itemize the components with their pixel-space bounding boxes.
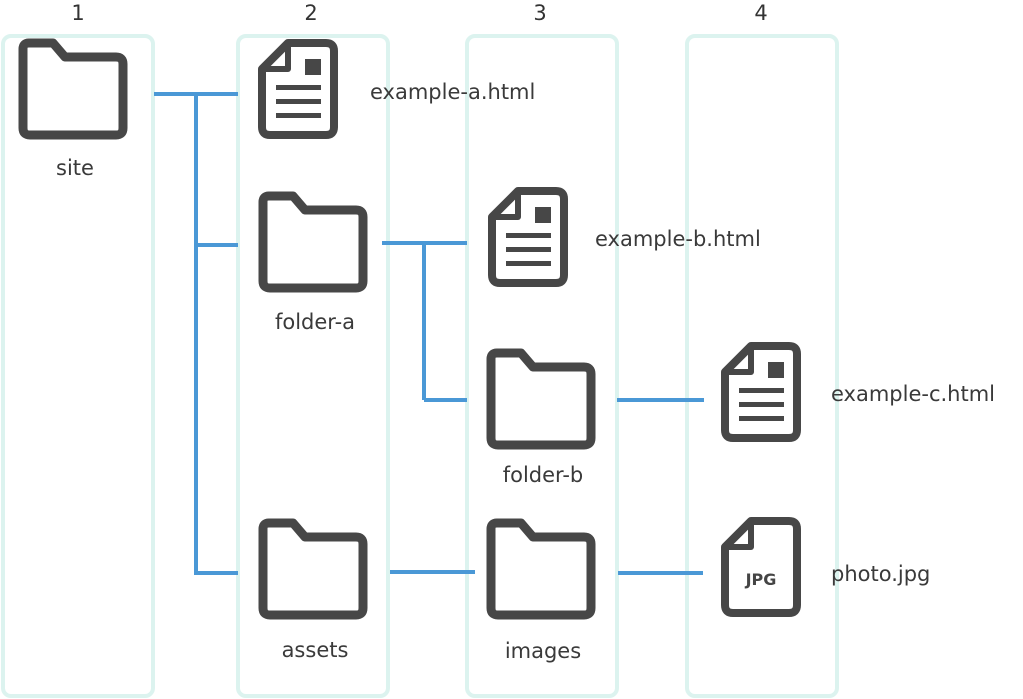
node-label-images: images xyxy=(505,639,581,663)
node-label-example-c: example-c.html xyxy=(831,382,995,406)
folder-icon xyxy=(263,523,363,615)
folder-icon xyxy=(491,353,591,445)
column-number-1: 1 xyxy=(71,1,84,25)
node-label-site: site xyxy=(56,156,94,180)
example-a-node: example-a.html xyxy=(262,43,535,135)
folder-icon xyxy=(491,523,591,615)
assets-node: assets xyxy=(263,523,363,662)
photo-node: JPG photo.jpg xyxy=(725,521,930,613)
node-label-photo: photo.jpg xyxy=(831,562,930,586)
jpg-badge: JPG xyxy=(745,570,777,589)
node-label-assets: assets xyxy=(282,638,349,662)
column-frame-4 xyxy=(685,34,839,698)
images-node: images xyxy=(491,523,591,663)
node-label-folder-b: folder-b xyxy=(503,463,584,487)
folder-icon xyxy=(263,196,363,288)
column-number-3: 3 xyxy=(533,1,546,25)
node-label-example-a: example-a.html xyxy=(370,80,535,104)
column-frame-1 xyxy=(1,34,155,698)
folder-a-node: folder-a xyxy=(263,196,363,334)
folder-b-node: folder-b xyxy=(491,353,591,487)
jpg-file-icon: JPG xyxy=(725,521,797,613)
example-b-node: example-b.html xyxy=(492,191,761,283)
column-number-2: 2 xyxy=(304,1,317,25)
document-icon xyxy=(725,346,797,438)
node-label-folder-a: folder-a xyxy=(275,310,355,334)
column-frame-3 xyxy=(465,34,619,698)
document-icon xyxy=(492,191,564,283)
connector-lines xyxy=(154,92,704,575)
node-label-example-b: example-b.html xyxy=(595,227,761,251)
column-frame-2 xyxy=(236,34,390,698)
example-c-node: example-c.html xyxy=(725,346,995,438)
folder-icon xyxy=(23,43,123,135)
column-number-4: 4 xyxy=(754,1,767,25)
document-icon xyxy=(262,43,334,135)
site-node: site xyxy=(23,43,123,180)
